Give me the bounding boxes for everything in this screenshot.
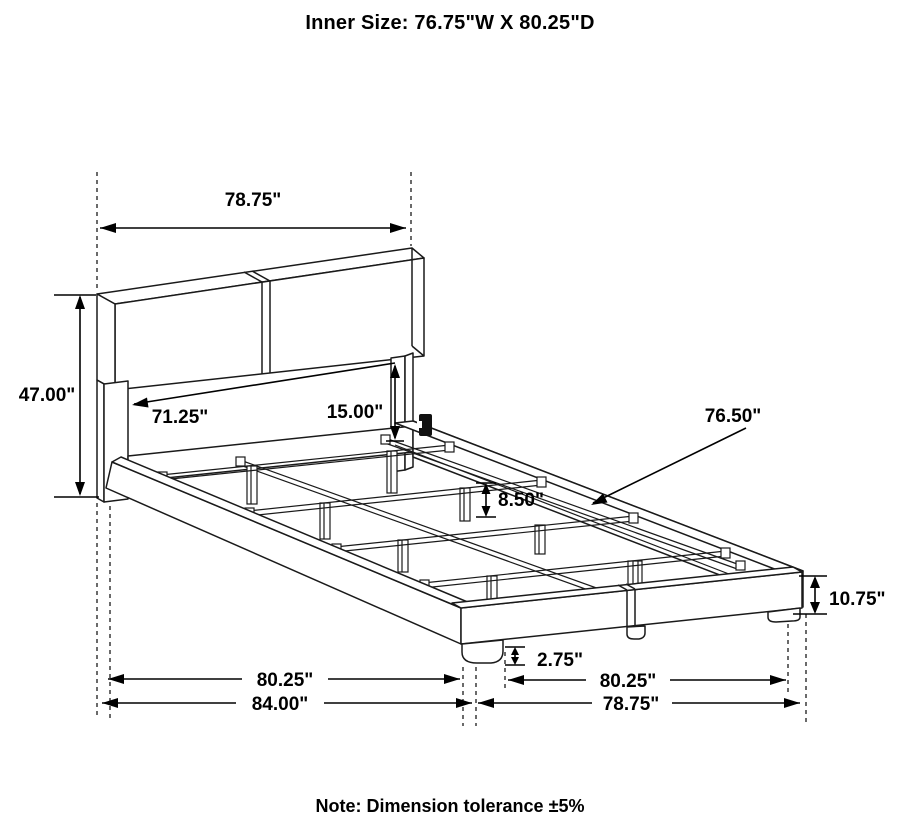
rail-bracket — [417, 414, 432, 436]
dim-label-inner-span: 80.25" — [600, 671, 657, 692]
dim-label-headboard-width: 78.75" — [225, 190, 282, 211]
dim-label-support-rail-length: 76.50" — [705, 406, 762, 427]
dim-footboard-width: 78.75" — [478, 694, 800, 715]
front-left-foot — [461, 639, 504, 664]
headboard-left-leg-side — [96, 379, 105, 503]
dimensions: 78.75" 47.00" 71.25" 15.00" — [19, 190, 886, 715]
dim-inner-width: 71.25" — [132, 362, 396, 428]
dim-inner-span: 80.25" — [508, 671, 786, 692]
right-side-rail — [394, 420, 804, 608]
left-rail-top-face — [111, 456, 471, 609]
dim-inner-depth: 80.25" — [108, 670, 460, 691]
support-rails — [235, 434, 746, 606]
dim-label-support-leg-height: 8.50" — [498, 490, 544, 511]
dim-total-depth: 84.00" — [102, 694, 472, 715]
support-legs — [246, 450, 643, 605]
tolerance-note: Note: Dimension tolerance ±5% — [315, 796, 585, 816]
dim-support-leg-height: 8.50" — [476, 482, 544, 518]
dim-panel-height: 15.00" — [327, 364, 404, 442]
support-rail — [235, 456, 631, 606]
dim-label-total-depth: 84.00" — [252, 694, 309, 715]
dim-label-headboard-height: 47.00" — [19, 385, 76, 406]
footboard-divider — [617, 583, 636, 627]
headboard-right-bottom-edge — [411, 345, 425, 357]
headboard-left-face — [96, 293, 116, 391]
dim-label-foot-height: 2.75" — [537, 650, 583, 671]
dim-label-inner-width: 71.25" — [152, 407, 209, 428]
extension-lines — [96, 172, 807, 726]
dim-label-panel-height: 15.00" — [327, 402, 384, 423]
headboard — [96, 247, 425, 503]
dim-headboard-width: 78.75" — [100, 190, 406, 233]
left-side-rail — [105, 456, 471, 645]
footboard — [451, 566, 803, 645]
dim-label-footboard-width: 78.75" — [603, 694, 660, 715]
dim-side-rail-height: 10.75" — [793, 575, 886, 615]
footboard-top-face — [451, 566, 803, 609]
dim-label-inner-depth: 80.25" — [257, 670, 314, 691]
page-title: Inner Size: 76.75"W X 80.25"D — [305, 12, 595, 34]
dim-foot-height: 2.75" — [505, 646, 583, 671]
right-rail-top-face — [394, 420, 804, 574]
support-rail — [380, 434, 746, 571]
feet — [461, 607, 801, 664]
headboard-divider — [243, 270, 271, 374]
dim-support-rail-length: 76.50" — [591, 406, 761, 505]
dim-label-side-rail-height: 10.75" — [829, 589, 886, 610]
support-leg — [534, 524, 546, 555]
center-foot — [626, 625, 646, 640]
dim-headboard-height: 47.00" — [19, 294, 99, 498]
support-leg — [246, 465, 258, 505]
slats — [157, 441, 731, 591]
support-leg — [386, 450, 398, 494]
right-foot — [767, 607, 801, 623]
